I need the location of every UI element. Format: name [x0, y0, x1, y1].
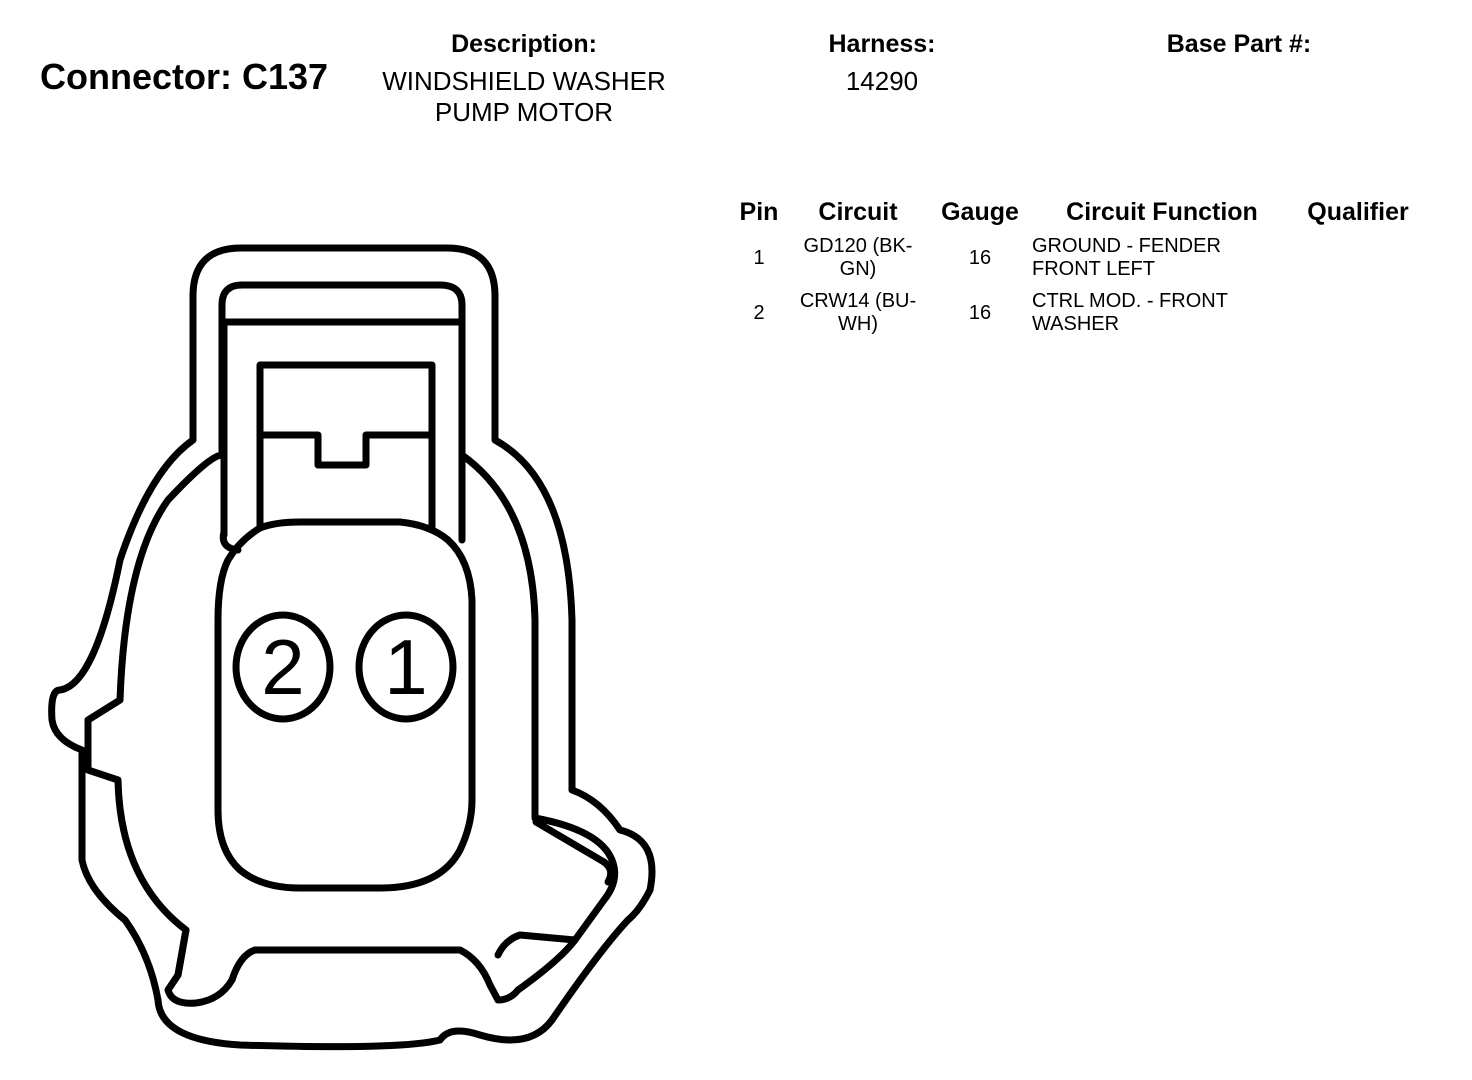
- circuit-function-cell: GROUND - FENDER FRONT LEFT: [1032, 235, 1221, 280]
- column-header-qualifier: Qualifier: [1307, 198, 1409, 226]
- column-header-pin: Pin: [739, 198, 779, 226]
- side-flange-end: [600, 858, 615, 886]
- column-header-circuit: Circuit: [818, 198, 898, 226]
- housing-outer-outline: [48, 244, 656, 1051]
- gauge-cell: 16: [968, 302, 992, 324]
- terminal-body: [214, 518, 476, 892]
- cavity-1: [355, 611, 457, 723]
- description-value: WINDSHIELD WASHER PUMP MOTOR: [382, 66, 666, 127]
- circuit-function-cell: CTRL MOD. - FRONT WASHER: [1032, 290, 1228, 335]
- description-label: Description:: [451, 30, 597, 58]
- cavity-1-label: 1: [384, 623, 427, 711]
- key-notch: [256, 431, 436, 469]
- cavity-2-label: 2: [261, 623, 304, 711]
- key-tab: [256, 361, 436, 532]
- base-part-label: Base Part #:: [1166, 30, 1312, 58]
- circuit-cell: GD120 (BK- GN): [803, 235, 913, 280]
- column-header-circuit-function: Circuit Function: [1066, 198, 1258, 226]
- pin-cell: 2: [753, 302, 765, 324]
- harness-label: Harness:: [828, 30, 936, 58]
- cavity-2: [232, 611, 334, 723]
- circuit-cell: CRW14 (BU- WH): [799, 290, 917, 335]
- side-flange: [532, 818, 608, 866]
- pin-cell: 1: [753, 247, 765, 269]
- connector-face-diagram: 2 1: [48, 244, 656, 1051]
- connector-title: Connector: C137: [40, 56, 329, 97]
- bottom-right-foot: [494, 931, 579, 959]
- harness-value: 14290: [845, 66, 919, 96]
- gauge-cell: 16: [968, 247, 992, 269]
- bottom-left-foot: [174, 926, 190, 979]
- housing-inner-outline: [84, 281, 619, 1007]
- column-header-gauge: Gauge: [941, 198, 1019, 226]
